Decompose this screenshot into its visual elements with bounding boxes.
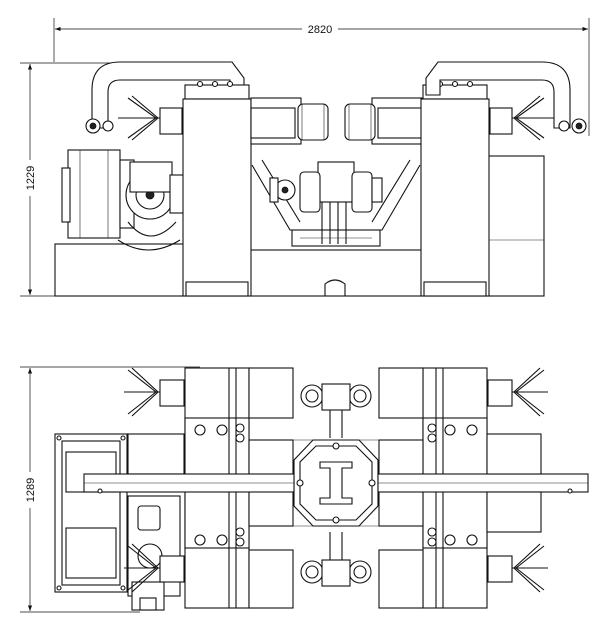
width-dimension-label: 2820 — [308, 24, 332, 36]
top-right-stub — [486, 433, 542, 533]
right-clamp — [344, 97, 423, 145]
top-clamp-rollers — [300, 383, 372, 587]
top-right-arm — [487, 367, 548, 593]
left-clamp — [250, 97, 329, 145]
top-long-rail — [83, 473, 589, 494]
front-view — [54, 61, 587, 297]
left-gear-motor — [61, 149, 185, 251]
base-platform-left — [54, 243, 186, 297]
right-column — [420, 80, 490, 297]
dimension-front-height: 1229 — [20, 62, 130, 297]
base-center — [249, 249, 423, 297]
left-hook-arm — [85, 61, 245, 141]
top-view — [54, 367, 589, 611]
dimension-overall-width: 2820 — [53, 18, 590, 136]
top-left-arm — [124, 367, 185, 593]
top-center-octagon — [293, 439, 379, 527]
left-column — [182, 80, 252, 297]
right-hook-arm — [425, 61, 587, 141]
top-left-motor-box — [54, 433, 185, 611]
front-height-dimension-label: 1229 — [25, 166, 37, 190]
right-side-cabinet — [485, 155, 545, 297]
center-drive — [251, 159, 421, 247]
base-notch — [324, 279, 346, 296]
dimension-top-depth: 1289 — [20, 366, 200, 613]
top-depth-dimension-label: 1289 — [25, 478, 37, 502]
